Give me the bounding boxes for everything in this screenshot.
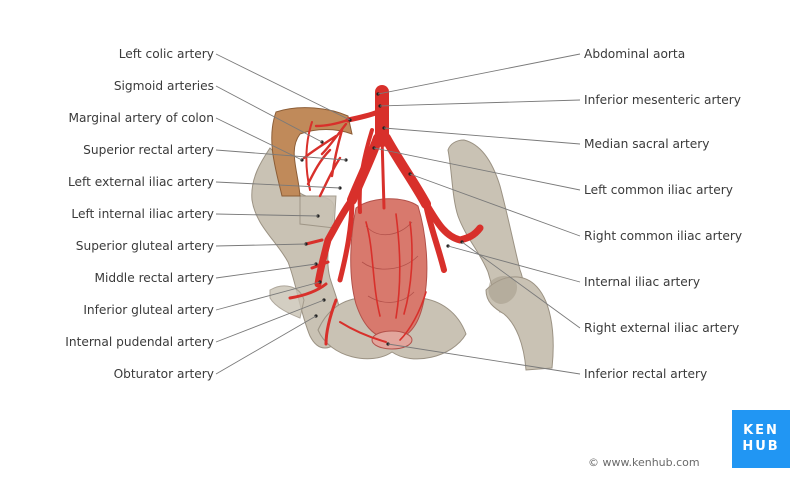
label-median-sacral-artery: Median sacral artery (584, 137, 709, 151)
label-superior-gluteal-artery: Superior gluteal artery (76, 239, 214, 253)
label-right-external-iliac-artery: Right external iliac artery (584, 321, 739, 335)
label-inferior-gluteal-artery: Inferior gluteal artery (83, 303, 214, 317)
label-left-internal-iliac-artery: Left internal iliac artery (71, 207, 214, 221)
label-obturator-artery: Obturator artery (114, 367, 214, 381)
kenhub-logo[interactable]: KEN HUB (732, 410, 790, 468)
logo-line-2: HUB (742, 439, 780, 454)
labels-right: Abdominal aorta Inferior mesenteric arte… (584, 47, 742, 381)
pelvis-illustration (251, 85, 554, 371)
labels-left: Left colic artery Sigmoid arteries Margi… (65, 47, 214, 381)
label-left-colic-artery: Left colic artery (119, 47, 214, 61)
label-inferior-rectal-artery: Inferior rectal artery (584, 367, 707, 381)
label-internal-iliac-artery: Internal iliac artery (584, 275, 700, 289)
label-left-common-iliac-artery: Left common iliac artery (584, 183, 733, 197)
label-abdominal-aorta: Abdominal aorta (584, 47, 685, 61)
label-marginal-artery-of-colon: Marginal artery of colon (68, 111, 214, 125)
label-middle-rectal-artery: Middle rectal artery (94, 271, 214, 285)
label-internal-pudendal-artery: Internal pudendal artery (65, 335, 214, 349)
logo-line-1: KEN (743, 423, 779, 438)
label-superior-rectal-artery: Superior rectal artery (83, 143, 214, 157)
copyright-credit: © www.kenhub.com (588, 456, 700, 469)
label-right-common-iliac-artery: Right common iliac artery (584, 229, 742, 243)
artery-network (288, 85, 484, 346)
label-sigmoid-arteries: Sigmoid arteries (114, 79, 214, 93)
leader-lines (215, 53, 581, 375)
label-inferior-mesenteric-artery: Inferior mesenteric artery (584, 93, 741, 107)
label-left-external-iliac-artery: Left external iliac artery (68, 175, 214, 189)
